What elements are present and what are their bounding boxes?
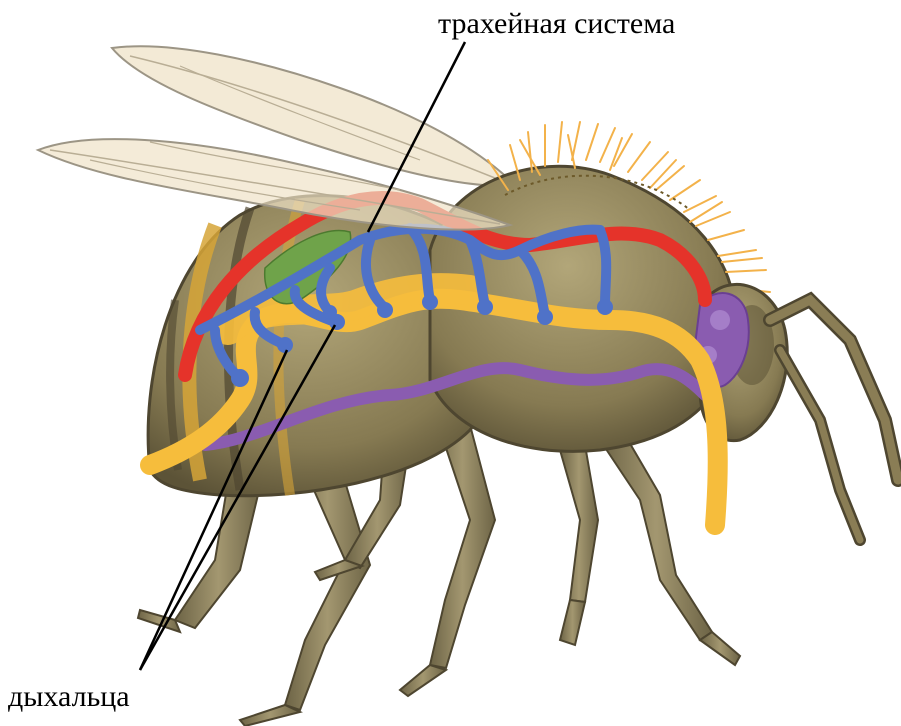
spiracles-label: дыхальца bbox=[8, 680, 130, 713]
tracheal-system-label: трахейная система bbox=[438, 7, 675, 40]
antenna bbox=[770, 300, 898, 540]
